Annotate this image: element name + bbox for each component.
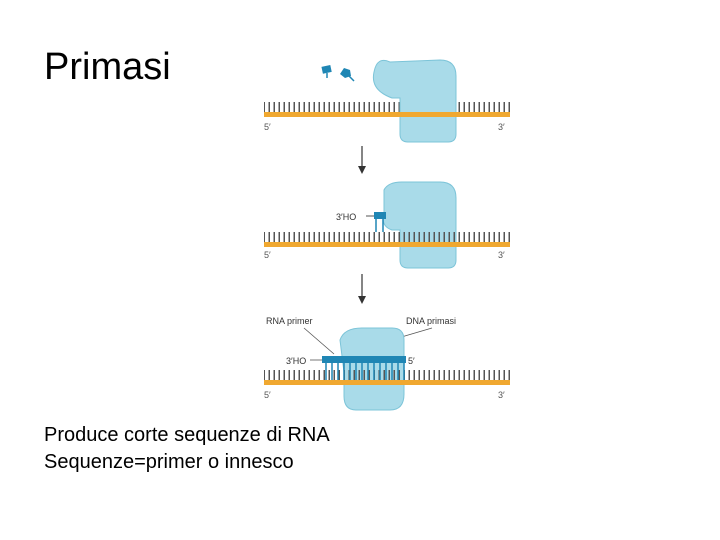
stage-3: RNA primer DNA primasi 3′HO 5′	[264, 316, 510, 411]
dna-primase-label: DNA primasi	[406, 316, 456, 326]
body-line: Produce corte sequenze di RNA	[44, 424, 330, 446]
body-line: Sequenze=primer o innesco	[44, 451, 294, 473]
five-prime-label: 5′	[264, 250, 271, 260]
five-prime-label: 5′	[264, 122, 271, 132]
rna-primer	[322, 356, 406, 363]
three-oh-label: 3′HO	[286, 356, 306, 366]
three-prime-label: 3′	[498, 122, 505, 132]
dna-strand	[264, 380, 510, 385]
three-prime-label: 3′	[498, 250, 505, 260]
three-oh-label: 3′HO	[336, 212, 356, 222]
dna-strand	[264, 242, 510, 247]
down-arrow-icon	[358, 274, 366, 304]
rna-primer-label: RNA primer	[266, 316, 313, 326]
primase-enzyme	[382, 181, 457, 269]
dna-bases	[264, 232, 510, 242]
dna-strand	[264, 112, 510, 117]
slide-body: Produce corte sequenze di RNA Sequenze=p…	[44, 422, 330, 476]
primase-diagram: 5′ 3′ 3′HO 5′ 3′ RNA p	[252, 54, 520, 416]
stage-1: 5′ 3′	[264, 59, 510, 143]
slide-title: Primasi	[44, 46, 171, 88]
stage-2: 3′HO 5′ 3′	[264, 181, 510, 269]
primase-enzyme	[339, 327, 405, 411]
five-prime-label: 5′	[264, 390, 271, 400]
nucleotide-icon	[321, 65, 332, 78]
nucleotide-icon	[374, 212, 386, 219]
dna-bases	[264, 370, 510, 380]
three-prime-label: 3′	[498, 390, 505, 400]
down-arrow-icon	[358, 146, 366, 174]
nucleotide-icon	[340, 68, 355, 82]
primer-base-pairs	[325, 363, 405, 380]
dna-bases	[264, 102, 510, 112]
primase-enzyme	[372, 59, 457, 143]
five-prime-label: 5′	[408, 356, 415, 366]
